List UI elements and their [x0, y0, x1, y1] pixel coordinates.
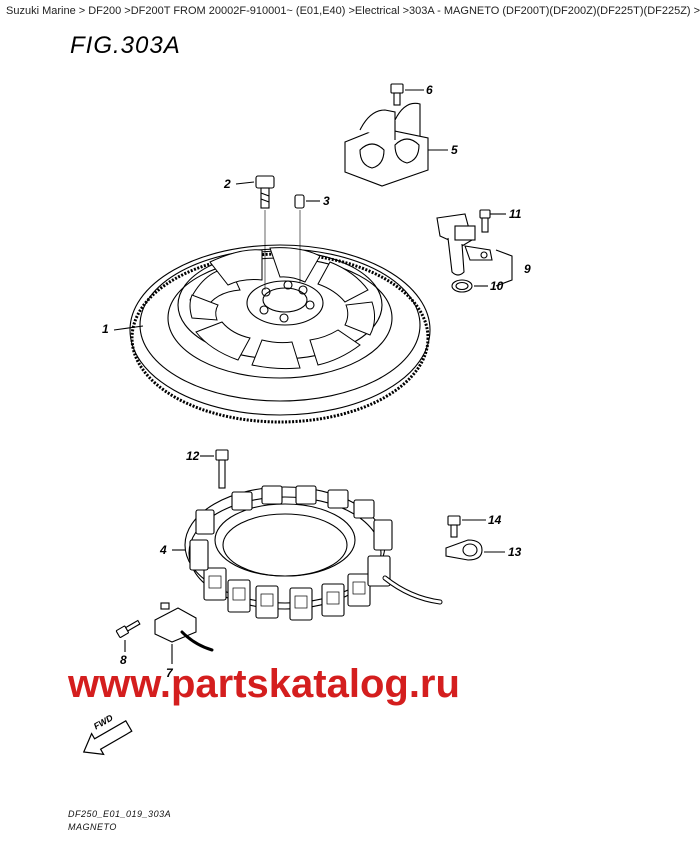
callout-12[interactable]: 12	[186, 449, 200, 463]
callout-7[interactable]: 7	[166, 666, 173, 680]
callout-5[interactable]: 5	[451, 143, 458, 157]
callout-13[interactable]: 13	[508, 545, 522, 559]
callout-4[interactable]: 4	[160, 543, 167, 557]
flywheel-part	[113, 244, 431, 424]
figure-title: FIG.303A	[70, 32, 181, 59]
sensor-assembly	[436, 209, 513, 293]
stator-part	[172, 485, 443, 621]
callout-11[interactable]: 11	[509, 207, 522, 221]
callout-14[interactable]: 14	[488, 513, 502, 527]
callout-6[interactable]: 6	[426, 83, 433, 97]
callout-8[interactable]: 8	[120, 653, 127, 667]
figure-name: MAGNETO	[68, 822, 117, 832]
parts-diagram	[82, 83, 513, 756]
callout-1[interactable]: 1	[102, 322, 109, 336]
callout-10[interactable]: 10	[490, 279, 504, 293]
callout-2[interactable]: 2	[224, 177, 231, 191]
breadcrumb[interactable]: Suzuki Marine > DF200 >DF200T FROM 20002…	[6, 5, 700, 17]
watermark: www.partskatalog.ru	[68, 662, 460, 706]
wire-clamp	[445, 515, 505, 561]
stator-bolt	[200, 449, 229, 489]
clamp-bracket	[344, 83, 448, 187]
figure-code: DF250_E01_019_303A	[68, 809, 172, 819]
callout-3[interactable]: 3	[323, 194, 330, 208]
key-part	[294, 194, 320, 282]
fwd-arrow-icon	[82, 719, 133, 756]
flywheel-bolt	[235, 175, 275, 290]
callout-9[interactable]: 9	[524, 262, 531, 276]
pulser-coil	[115, 602, 214, 664]
